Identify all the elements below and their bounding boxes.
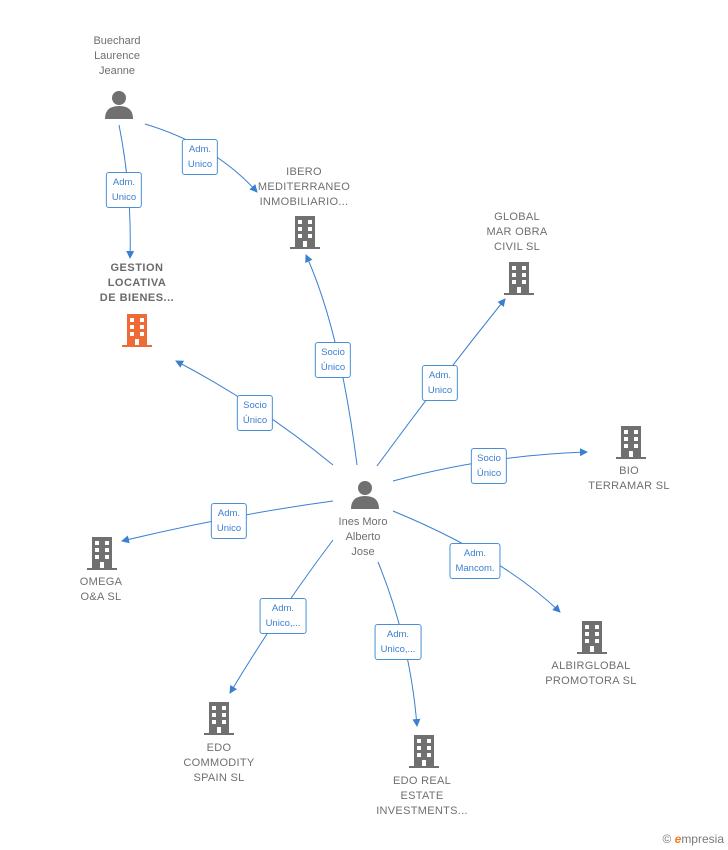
node-label-ines[interactable]: Ines Moro Alberto Jose (338, 516, 388, 558)
node-label-global[interactable]: GLOBAL MAR OBRA CIVIL SL (486, 211, 548, 253)
building-icon (504, 262, 534, 295)
node-label-bio[interactable]: BIO TERRAMAR SL (588, 465, 670, 492)
copyright-icon: © (662, 832, 672, 846)
brand-logo-text: mpresia (681, 832, 724, 846)
node-label-omega[interactable]: OMEGA O&A SL (79, 576, 123, 603)
edge-label-ines-ibero: Socio Único (314, 342, 352, 378)
person-icon (105, 91, 133, 119)
brand-logo-initial: e (674, 832, 682, 846)
edge-label-ines-edo-commodity: Adm. Unico,... (259, 598, 307, 634)
node-label-gestion[interactable]: GESTION LOCATIVA DE BIENES... (99, 262, 175, 304)
node-label-buechard[interactable]: Buechard Laurence Jeanne (93, 35, 141, 77)
building-icon (204, 702, 234, 735)
edge-label-ines-bio: Socio Único (470, 448, 508, 484)
person-icon (351, 481, 379, 509)
building-icon (616, 426, 646, 459)
edge-label-ines-omega: Adm. Unico (210, 503, 248, 539)
node-label-albir[interactable]: ALBIRGLOBAL PROMOTORA SL (545, 660, 637, 687)
edge-label-ines-albir: Adm. Mancom. (449, 543, 501, 579)
node-label-ibero[interactable]: IBERO MEDITERRANEO INMOBILIARIO... (257, 166, 351, 208)
building-icon (577, 621, 607, 654)
brand-watermark: © empresia (662, 832, 724, 846)
node-label-edo-real-estate[interactable]: EDO REAL ESTATE INVESTMENTS... (376, 775, 468, 817)
edge-label-ines-gestion: Socio Único (236, 395, 274, 431)
edge-label-buechard-ibero: Adm. Unico (181, 139, 219, 175)
building-icon (290, 216, 320, 249)
building-icon (87, 537, 117, 570)
edge-label-buechard-gestion: Adm. Unico (105, 172, 143, 208)
edge-label-ines-edo-real-estate: Adm. Unico,... (374, 624, 422, 660)
building-icon (409, 735, 439, 768)
edge-label-ines-global: Adm. Unico (421, 365, 459, 401)
building-icon (122, 314, 152, 347)
node-label-edo-commodity[interactable]: EDO COMMODITY SPAIN SL (183, 742, 255, 784)
